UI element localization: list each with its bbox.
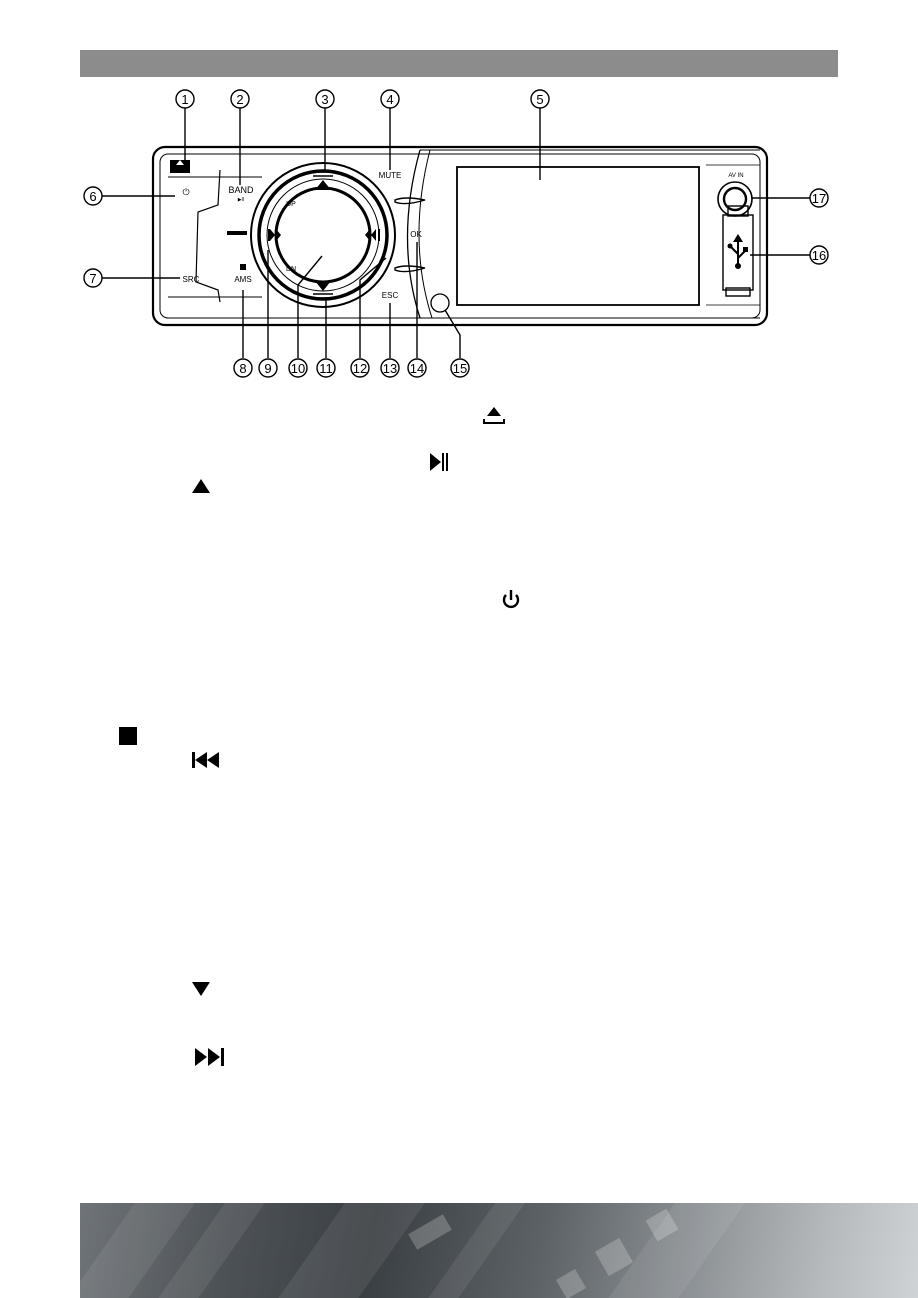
- down-triangle-icon: [192, 982, 210, 996]
- faceplate-outline: [151, 145, 769, 327]
- side-buttons[interactable]: [394, 197, 426, 273]
- callout-16: 16: [812, 248, 826, 263]
- callout-leaders: [102, 108, 810, 358]
- callout-7: 7: [89, 271, 96, 286]
- knob-arrows: [268, 180, 380, 291]
- callout-12: 12: [353, 361, 367, 376]
- callout-2: 2: [236, 92, 243, 107]
- usb-port[interactable]: [722, 205, 754, 297]
- callout-17: 17: [812, 191, 826, 206]
- dn-label: DN: [286, 266, 296, 273]
- callout-6: 6: [89, 189, 96, 204]
- callout-4: 4: [386, 92, 393, 107]
- usb-icon: [727, 234, 748, 269]
- up-triangle-icon: [192, 479, 210, 493]
- up-label: UP: [286, 201, 296, 208]
- ams-label: AMS: [234, 275, 251, 284]
- av-in-label: AV IN: [728, 173, 743, 179]
- esc-label: ESC: [382, 291, 399, 300]
- power-label: ⏻: [182, 187, 189, 197]
- callout-13: 13: [383, 361, 397, 376]
- header-bar: [80, 50, 838, 77]
- ir-sensor: [430, 293, 450, 313]
- eject-button[interactable]: [170, 160, 190, 173]
- callout-5: 5: [536, 92, 543, 107]
- panel-slot: [227, 231, 247, 235]
- callout-14: 14: [410, 361, 424, 376]
- display-screen: [456, 166, 700, 306]
- band-label: BAND: [228, 185, 254, 195]
- play-pause-icon: [430, 453, 448, 471]
- power-icon: [502, 590, 520, 609]
- callout-markers: [83, 89, 829, 378]
- callout-10: 10: [291, 361, 305, 376]
- callout-8: 8: [239, 361, 246, 376]
- next-track-icon: [195, 1048, 224, 1066]
- footer-banner: [80, 1203, 918, 1298]
- ok-label: OK: [410, 230, 422, 239]
- callout-9: 9: [264, 361, 271, 376]
- callout-11: 11: [319, 361, 333, 376]
- callout-3: 3: [321, 92, 328, 107]
- src-label: SRC: [183, 275, 200, 284]
- mute-label: MUTE: [379, 171, 402, 180]
- callout-1: 1: [181, 92, 188, 107]
- previous-track-icon: [192, 752, 219, 768]
- play-pause-label: ▶II: [238, 197, 245, 203]
- knob-ticks: [313, 171, 333, 299]
- stop-square-icon: [119, 727, 137, 745]
- callout-15: 15: [453, 361, 467, 376]
- ams-stop-mark: [240, 264, 246, 270]
- eject-icon: [483, 407, 505, 424]
- av-in-jack[interactable]: [717, 181, 753, 217]
- car-stereo-front-panel-diagram: BAND ▶II MUTE UP DN OK ESC SRC AMS AV IN…: [83, 89, 829, 378]
